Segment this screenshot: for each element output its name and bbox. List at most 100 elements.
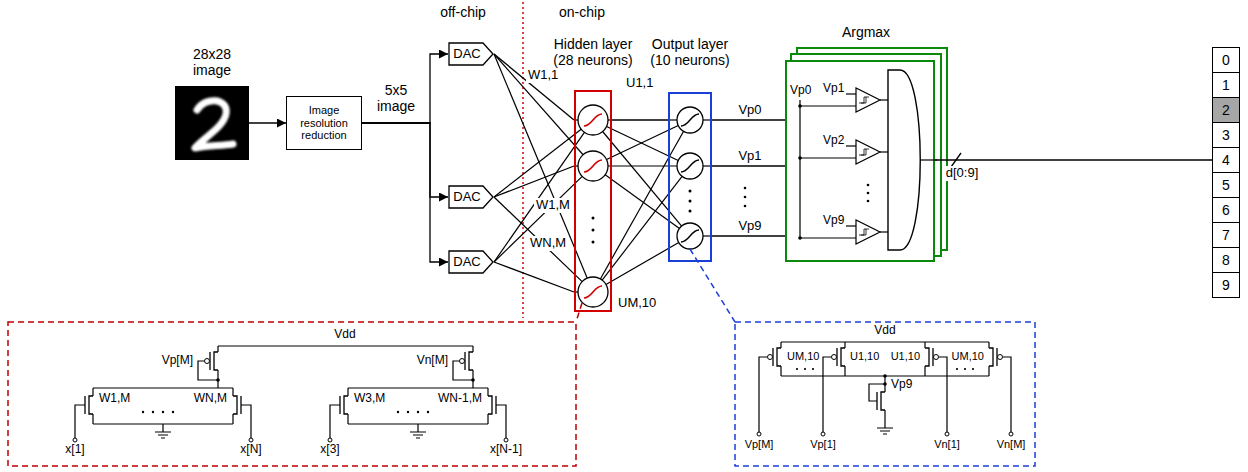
ground-symbol: [410, 424, 426, 438]
output-cell: 4: [1212, 147, 1240, 173]
signal-label: Vp1: [736, 149, 763, 164]
transistor-channel: [214, 352, 218, 370]
synapse-line: [494, 54, 583, 155]
process-box: Image resolution reduction: [286, 96, 362, 150]
wire: [844, 342, 845, 348]
comparator-symbol: [856, 88, 880, 112]
sigmoid-curve: [681, 230, 699, 242]
transistor-channel: [777, 348, 781, 366]
ellipsis-dot: [744, 196, 747, 199]
transistor-channel: [841, 348, 845, 366]
synapse-line: [600, 131, 683, 279]
output-cell: 6: [1212, 197, 1240, 223]
ellipsis-dot: [592, 241, 595, 244]
transistor-channel: [881, 392, 885, 410]
neuron-circle: [578, 151, 608, 181]
node-text: 0: [1222, 52, 1230, 68]
transistor-channel: [989, 348, 993, 366]
ground-symbol: [877, 420, 893, 434]
ellipsis-dot: [142, 411, 144, 413]
weight-label: U1,1: [624, 76, 655, 91]
wire: [823, 357, 831, 434]
wire: [330, 405, 340, 440]
comparator-input: [846, 225, 856, 226]
transistor-channel: [925, 348, 929, 366]
signal-label: x[N]: [240, 443, 261, 457]
ellipsis-dot: [812, 368, 814, 370]
signal-label: Vp[M]: [745, 438, 774, 451]
ellipsis-dot: [867, 192, 870, 195]
wire: [75, 405, 85, 440]
node-text: 5: [1222, 177, 1230, 193]
sigmoid-curve: [584, 160, 602, 172]
output-callout-frame: [735, 322, 1035, 466]
signal-label: W1,M: [99, 392, 130, 406]
weight-label: off-chip: [440, 4, 486, 20]
signal-label: Vp9: [736, 219, 763, 234]
input-pin: [73, 438, 77, 442]
output-cell: 9: [1212, 272, 1240, 298]
synapse-line: [602, 176, 682, 280]
weight-label: WN,M: [528, 236, 568, 251]
ellipsis-dot: [689, 190, 692, 193]
signal-label: Vp0: [736, 103, 763, 118]
wire: [241, 405, 251, 440]
connector: [362, 123, 448, 197]
node-text: 9: [1222, 277, 1230, 293]
output-cell: 1: [1212, 72, 1240, 98]
input-image: 28x28 image: [175, 86, 249, 160]
input-pin: [249, 438, 253, 442]
wire: [92, 388, 93, 424]
signal-label: WN-1,M: [438, 392, 482, 406]
wire: [924, 342, 925, 348]
hidden-neuron-circuit: [73, 346, 508, 442]
node-text: DAC: [453, 190, 480, 205]
signal-label: Vn[1]: [934, 438, 960, 451]
image-ground: [175, 86, 249, 160]
pmos-bubble: [205, 359, 210, 364]
signal-label: Vn[M]: [417, 354, 448, 368]
comparator-input: [846, 145, 856, 146]
output-cell: 2: [1212, 97, 1240, 123]
ellipsis-dot: [417, 411, 419, 413]
wire: [844, 366, 845, 376]
comparator-input: [800, 105, 856, 106]
weight-label: W1,1: [526, 68, 560, 83]
signal-label: Vp2: [823, 134, 844, 148]
junction-dot: [798, 104, 802, 108]
image-picture: [175, 86, 249, 160]
callout-leader: [576, 303, 582, 322]
wire: [472, 370, 473, 388]
signal-label: U1,10: [850, 350, 879, 363]
node-text: 1: [1222, 77, 1230, 93]
connector: [712, 235, 785, 236]
dac-block: DAC: [448, 42, 494, 66]
node-text: 6: [1222, 202, 1230, 218]
pmos-bubble: [934, 355, 939, 360]
connector: [249, 122, 286, 123]
ellipsis-dot: [397, 411, 399, 413]
ellipsis-dot: [804, 368, 806, 370]
wire: [217, 370, 218, 388]
connector: [362, 54, 448, 123]
input-pin: [504, 438, 508, 442]
ellipsis-dot: [972, 368, 974, 370]
pmos-bubble: [832, 355, 837, 360]
comparator-output: [880, 151, 888, 152]
neuron-circle: [578, 277, 608, 307]
input-pin: [1009, 432, 1013, 436]
and-gate: [888, 70, 920, 250]
connector: [935, 159, 1212, 160]
node-text: 7: [1222, 227, 1230, 243]
junction-dot: [883, 374, 887, 378]
connector: [362, 123, 448, 262]
wire: [198, 361, 218, 380]
wire: [472, 346, 473, 352]
wire: [939, 357, 947, 434]
transistor-channel: [344, 396, 348, 414]
gate-output: [920, 159, 937, 160]
signal-label: Vp9: [891, 378, 912, 392]
signal-label: UM,10: [952, 350, 984, 363]
network-art: [8, 2, 1035, 466]
synapse-line: [494, 197, 582, 282]
